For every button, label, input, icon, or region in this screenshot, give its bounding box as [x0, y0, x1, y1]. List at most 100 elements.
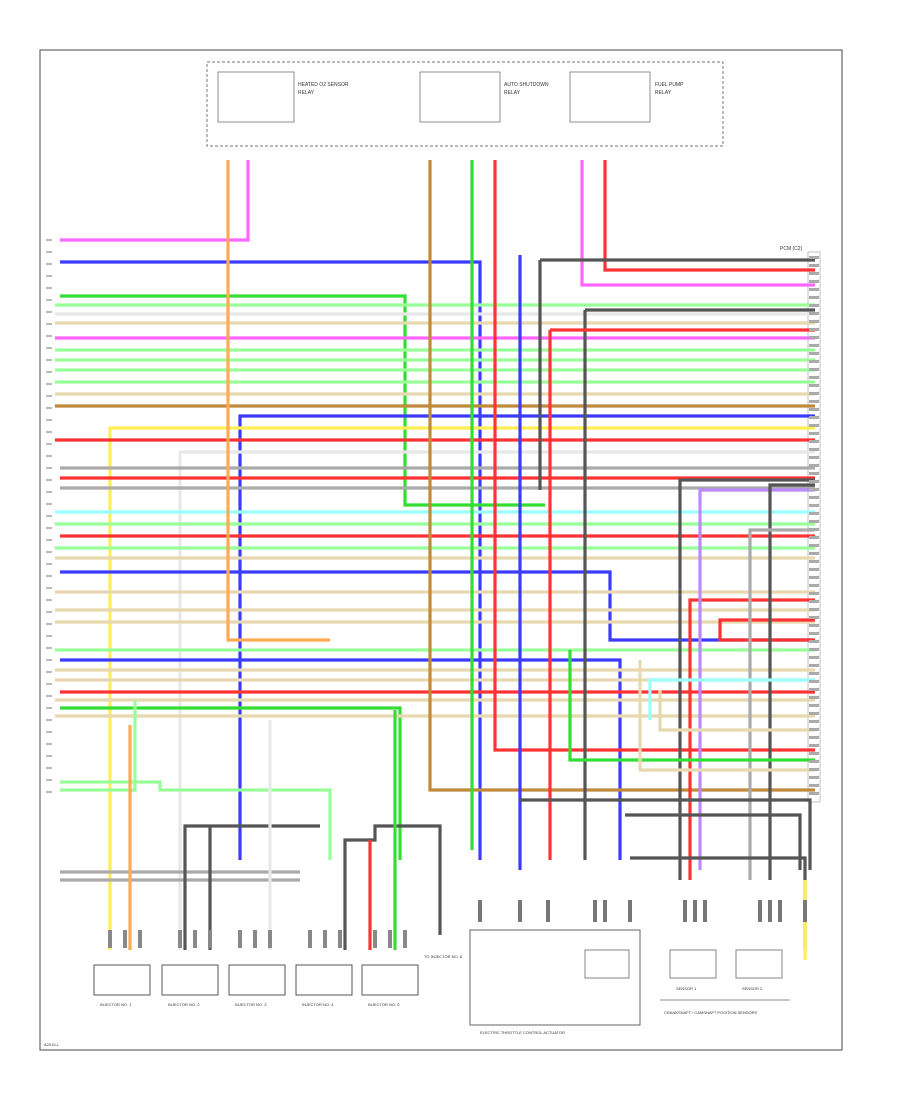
left-pin	[46, 671, 52, 673]
component-pin	[603, 900, 607, 922]
left-pin	[46, 659, 52, 661]
left-pin	[46, 647, 52, 649]
wire-1	[60, 160, 250, 242]
pcm-pin	[809, 520, 819, 523]
wire-44	[580, 160, 815, 287]
component-pin	[768, 900, 772, 922]
left-pin	[46, 719, 52, 721]
pcm-pin	[809, 376, 819, 379]
pcm-pin	[809, 704, 819, 707]
wire-54	[678, 478, 815, 880]
left-pin	[46, 515, 52, 517]
pcm-pin	[809, 568, 819, 571]
pcm-pin	[809, 696, 819, 699]
left-pin	[46, 239, 52, 241]
sensor-2-label: SENSOR 2	[742, 986, 763, 991]
left-pin	[46, 779, 52, 781]
left-pin	[46, 299, 52, 301]
sensor-1-label: SENSOR 1	[676, 986, 697, 991]
throttle-group-label: ELECTRIC THROTTLE CONTROL ACTUATOR	[480, 1030, 565, 1035]
left-pin	[46, 563, 52, 565]
component-pin	[703, 900, 707, 922]
wire-63	[520, 798, 812, 870]
wire-17	[178, 450, 815, 950]
left-pin	[46, 479, 52, 481]
left-pin	[46, 791, 52, 793]
pcm-label: PCM (C2)	[780, 246, 803, 252]
pcm-pin	[809, 720, 819, 723]
relay-3: FUEL PUMP RELAY	[569, 71, 684, 123]
pcm-pin	[809, 368, 819, 371]
diagram-frame	[39, 49, 843, 1051]
wire-51	[688, 598, 815, 880]
injector-5-box	[361, 964, 419, 996]
pcm-pin	[809, 472, 819, 475]
sensor-1-box	[669, 949, 717, 979]
left-pin	[46, 767, 52, 769]
wire-49	[548, 328, 815, 860]
component-pin	[778, 900, 782, 922]
footer-code: A2015-L	[44, 1042, 60, 1047]
pcm-pin	[809, 792, 819, 795]
left-pin	[46, 611, 52, 613]
left-pin	[46, 743, 52, 745]
pcm-pin	[809, 448, 819, 451]
injector-pin	[253, 930, 257, 948]
relay-3-sublabel: RELAY	[655, 90, 672, 96]
injector-pin	[178, 930, 182, 948]
left-pin	[46, 443, 52, 445]
component-pin	[478, 900, 482, 922]
left-pin	[46, 695, 52, 697]
pcm-pin	[809, 536, 819, 539]
pcm-pin	[809, 584, 819, 587]
left-pin	[46, 755, 52, 757]
pcm-pin	[809, 352, 819, 355]
pcm-pin	[809, 488, 819, 491]
wire-15	[108, 426, 815, 950]
pcm-pin	[809, 784, 819, 787]
left-pin	[46, 551, 52, 553]
sensor-group-label: CRANKSHAFT / CAMSHAFT POSITION SENSORS	[664, 1010, 758, 1015]
wire-69	[343, 824, 442, 950]
component-pin	[546, 900, 550, 922]
pcm-pin	[809, 272, 819, 275]
left-pin	[46, 635, 52, 637]
pcm-pin	[809, 440, 819, 443]
pcm-pin	[809, 656, 819, 659]
sensor-2-box	[735, 949, 783, 979]
pcm-pin	[809, 776, 819, 779]
pcm-pin	[809, 624, 819, 627]
pcm-pin	[809, 768, 819, 771]
wire-14	[238, 414, 815, 860]
left-pin	[46, 263, 52, 265]
injector-pin	[308, 930, 312, 948]
left-pin	[46, 383, 52, 385]
throttle-sub-box	[584, 949, 630, 979]
wire-57	[648, 678, 815, 720]
wire-41	[428, 160, 815, 792]
injector-pin	[123, 930, 127, 948]
component-pin	[693, 900, 697, 922]
pcm-pin	[809, 760, 819, 763]
injector-pin	[323, 930, 327, 948]
wire-56	[748, 528, 815, 880]
pcm-pin	[809, 344, 819, 347]
wire-38	[60, 780, 332, 860]
left-pin	[46, 455, 52, 457]
wire-48	[583, 308, 815, 860]
wire-36	[60, 706, 402, 860]
injector-pin	[373, 930, 377, 948]
pcm-pin	[809, 648, 819, 651]
wire-55	[768, 483, 815, 880]
wire-58	[658, 690, 815, 732]
wire-64	[625, 813, 802, 870]
left-pin	[46, 587, 52, 589]
component-pin	[683, 900, 687, 922]
pcm-pin	[809, 528, 819, 531]
pcm-pin	[809, 560, 819, 563]
relay-1: HEATED O2 SENSOR RELAY	[217, 71, 349, 123]
wire-52	[718, 618, 815, 642]
left-pin	[46, 527, 52, 529]
pcm-pin	[809, 672, 819, 675]
